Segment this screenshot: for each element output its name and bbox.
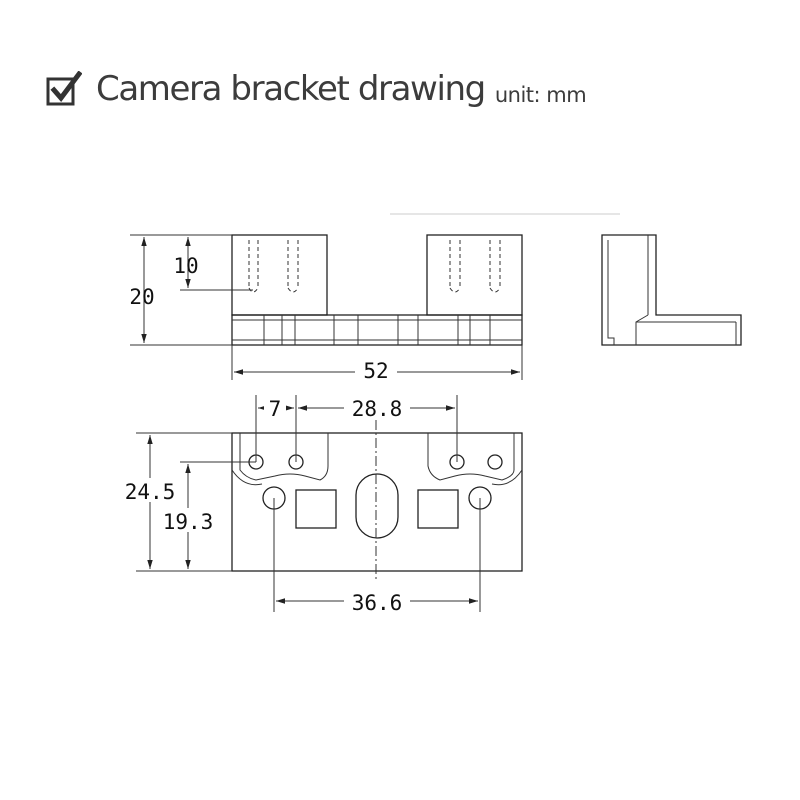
- dim-width: 24.5: [125, 480, 176, 504]
- dim-mount-spacing: 36.6: [352, 591, 403, 615]
- unit-label: unit: mm: [494, 83, 587, 107]
- title-bar: Camera bracket drawing unit: mm: [46, 62, 587, 114]
- side-view: [601, 234, 742, 346]
- top-view: 7 28.8 24.5 19.3 36.6: [118, 394, 523, 615]
- page-title: Camera bracket drawing: [96, 69, 486, 109]
- dim-hole-spacing-small: 7: [269, 397, 282, 421]
- dim-slot-depth: 10: [173, 254, 198, 278]
- dim-hole-offset: 19.3: [163, 510, 214, 534]
- front-view: 10 20 52: [129, 213, 620, 383]
- checkbox-checked-icon: [46, 71, 82, 106]
- dim-length: 52: [363, 359, 388, 383]
- dim-height: 20: [129, 285, 154, 309]
- dim-hole-spacing-large: 28.8: [352, 397, 403, 421]
